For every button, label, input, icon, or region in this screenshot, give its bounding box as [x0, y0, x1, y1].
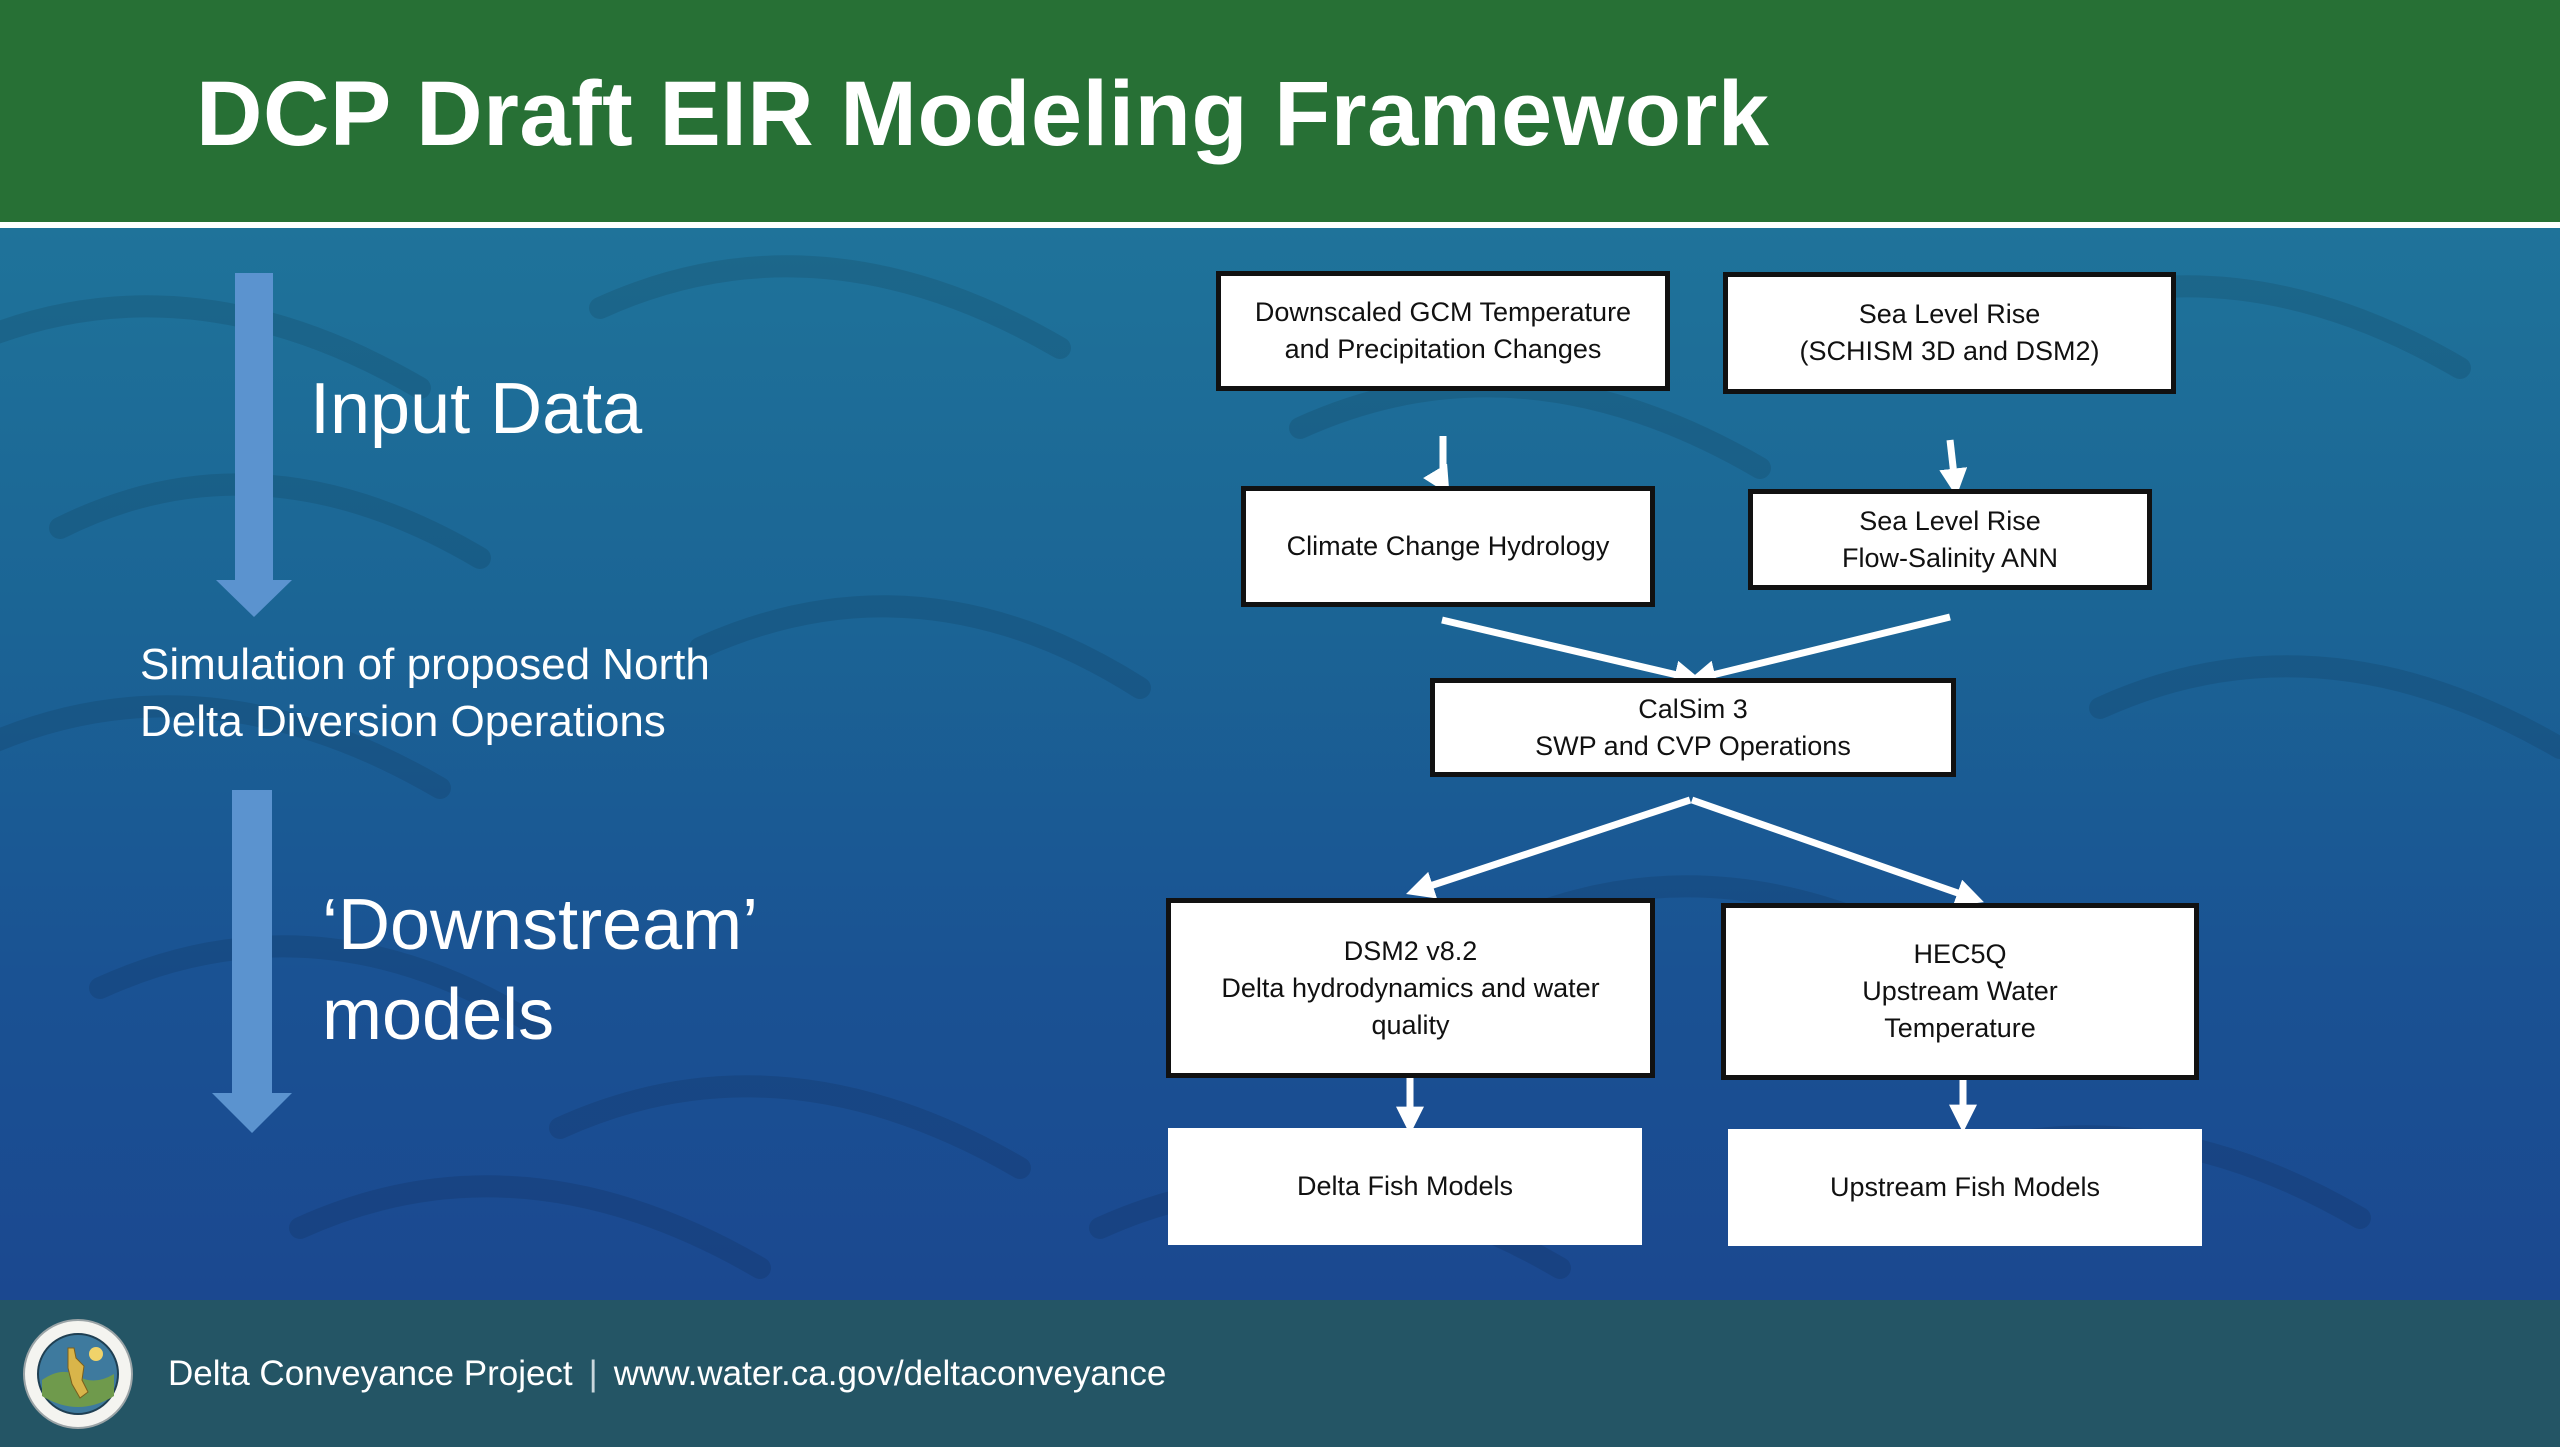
footer-bar [0, 1300, 2560, 1447]
title-divider [0, 222, 2560, 228]
footer-project-name: Delta Conveyance Project [168, 1354, 573, 1393]
gcm-box-text: Downscaled GCM Temperature and Precipita… [1254, 297, 1632, 364]
hec5q-box: HEC5Q Upstream Water Temperature [1721, 903, 2199, 1080]
hec5q-box-text: HEC5Q Upstream Water Temperature [1862, 939, 2058, 1043]
downstream-label-line1: ‘Downstream’ [322, 885, 759, 965]
upstream-fish-box: Upstream Fish Models [1728, 1129, 2202, 1246]
downstream-label-line2: models [322, 975, 555, 1055]
dwr-seal-icon [23, 1319, 133, 1429]
slr-ann-box-text: Sea Level Rise Flow-Salinity ANN [1841, 505, 2059, 573]
content-background [0, 228, 2560, 1300]
dsm2-box: DSM2 v8.2 Delta hydrodynamics and water … [1166, 898, 1655, 1078]
simulation-label: Simulation of proposed North Delta Diver… [140, 636, 710, 750]
simulation-label-line2: Delta Diversion Operations [140, 697, 666, 746]
slide-title: DCP Draft EIR Modeling Framework [196, 63, 1770, 165]
title-bar [0, 0, 2560, 222]
calsim-box: CalSim 3 SWP and CVP Operations [1430, 678, 1956, 777]
calsim-box-text: CalSim 3 SWP and CVP Operations [1535, 693, 1851, 761]
slr-ann-box: Sea Level Rise Flow-Salinity ANN [1748, 489, 2152, 590]
dsm2-box-text: DSM2 v8.2 Delta hydrodynamics and water … [1221, 935, 1600, 1040]
footer-separator: | [588, 1354, 598, 1393]
gcm-box: Downscaled GCM Temperature and Precipita… [1216, 271, 1670, 391]
simulation-label-line1: Simulation of proposed North [140, 640, 710, 689]
downstream-label: ‘Downstream’ models [322, 880, 758, 1060]
sea-level-rise-box-text: Sea Level Rise (SCHISM 3D and DSM2) [1799, 299, 2100, 366]
delta-fish-box-text: Delta Fish Models [1296, 1171, 1514, 1201]
footer-text: Delta Conveyance Project | www.water.ca.go… [168, 1354, 1166, 1394]
upstream-fish-box-text: Upstream Fish Models [1829, 1172, 2101, 1202]
climate-hydrology-box: Climate Change Hydrology [1241, 486, 1655, 607]
delta-fish-box: Delta Fish Models [1168, 1128, 1642, 1245]
footer-url-link[interactable]: www.water.ca.gov/deltaconveyance [613, 1354, 1167, 1393]
input-data-label: Input Data [310, 369, 643, 449]
climate-hydrology-box-text: Climate Change Hydrology [1286, 531, 1610, 561]
sea-level-rise-box: Sea Level Rise (SCHISM 3D and DSM2) [1723, 272, 2176, 394]
